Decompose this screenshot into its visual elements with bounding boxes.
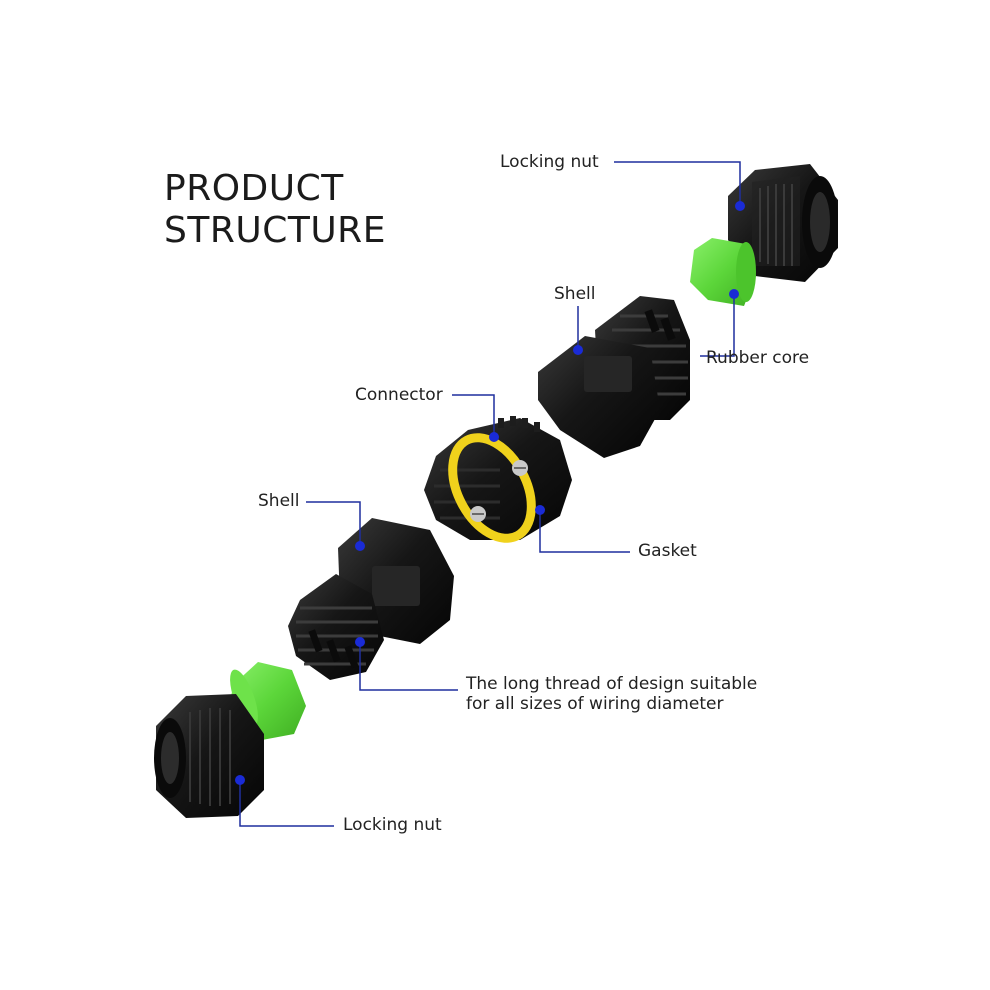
dot-shell-top <box>573 345 583 355</box>
leader-locking-nut-top <box>614 161 741 206</box>
label-shell-top: Shell <box>554 284 596 304</box>
dot-thread <box>355 637 365 647</box>
dot-locking-nut-top <box>735 201 745 211</box>
shell-top <box>538 296 690 458</box>
label-thread-line-1: The long thread of design suitable <box>466 674 758 694</box>
title-line-2: STRUCTURE <box>164 210 386 251</box>
label-connector: Connector <box>355 385 443 405</box>
locking-nut-bottom <box>154 694 264 818</box>
label-locking-nut-bottom: Locking nut <box>343 815 442 835</box>
dot-gasket <box>535 505 545 515</box>
connector <box>424 416 572 543</box>
leader-shell-bottom <box>306 501 361 546</box>
dot-connector <box>489 432 499 442</box>
label-gasket: Gasket <box>638 541 697 561</box>
locking-nut-top <box>728 164 838 282</box>
callout-dots <box>235 201 745 785</box>
leader-locking-nut-bottom <box>239 780 334 827</box>
dot-rubber-core <box>729 289 739 299</box>
dot-shell-bottom <box>355 541 365 551</box>
rubber-core-top <box>690 238 756 306</box>
label-shell-bottom: Shell <box>258 491 300 511</box>
label-locking-nut-top: Locking nut <box>500 152 599 172</box>
leader-thread <box>359 642 458 691</box>
label-thread-line-2: for all sizes of wiring diameter <box>466 694 724 714</box>
shell-bottom <box>288 518 454 680</box>
dot-locking-nut-bottom <box>235 775 245 785</box>
leader-connector <box>452 394 495 437</box>
leader-rubber-core <box>700 294 735 357</box>
label-rubber-core: Rubber core <box>706 348 810 368</box>
leader-gasket <box>539 510 630 553</box>
title-line-1: PRODUCT <box>164 168 344 209</box>
page-title: PRODUCT STRUCTURE <box>164 168 386 252</box>
leader-lines <box>239 161 741 827</box>
